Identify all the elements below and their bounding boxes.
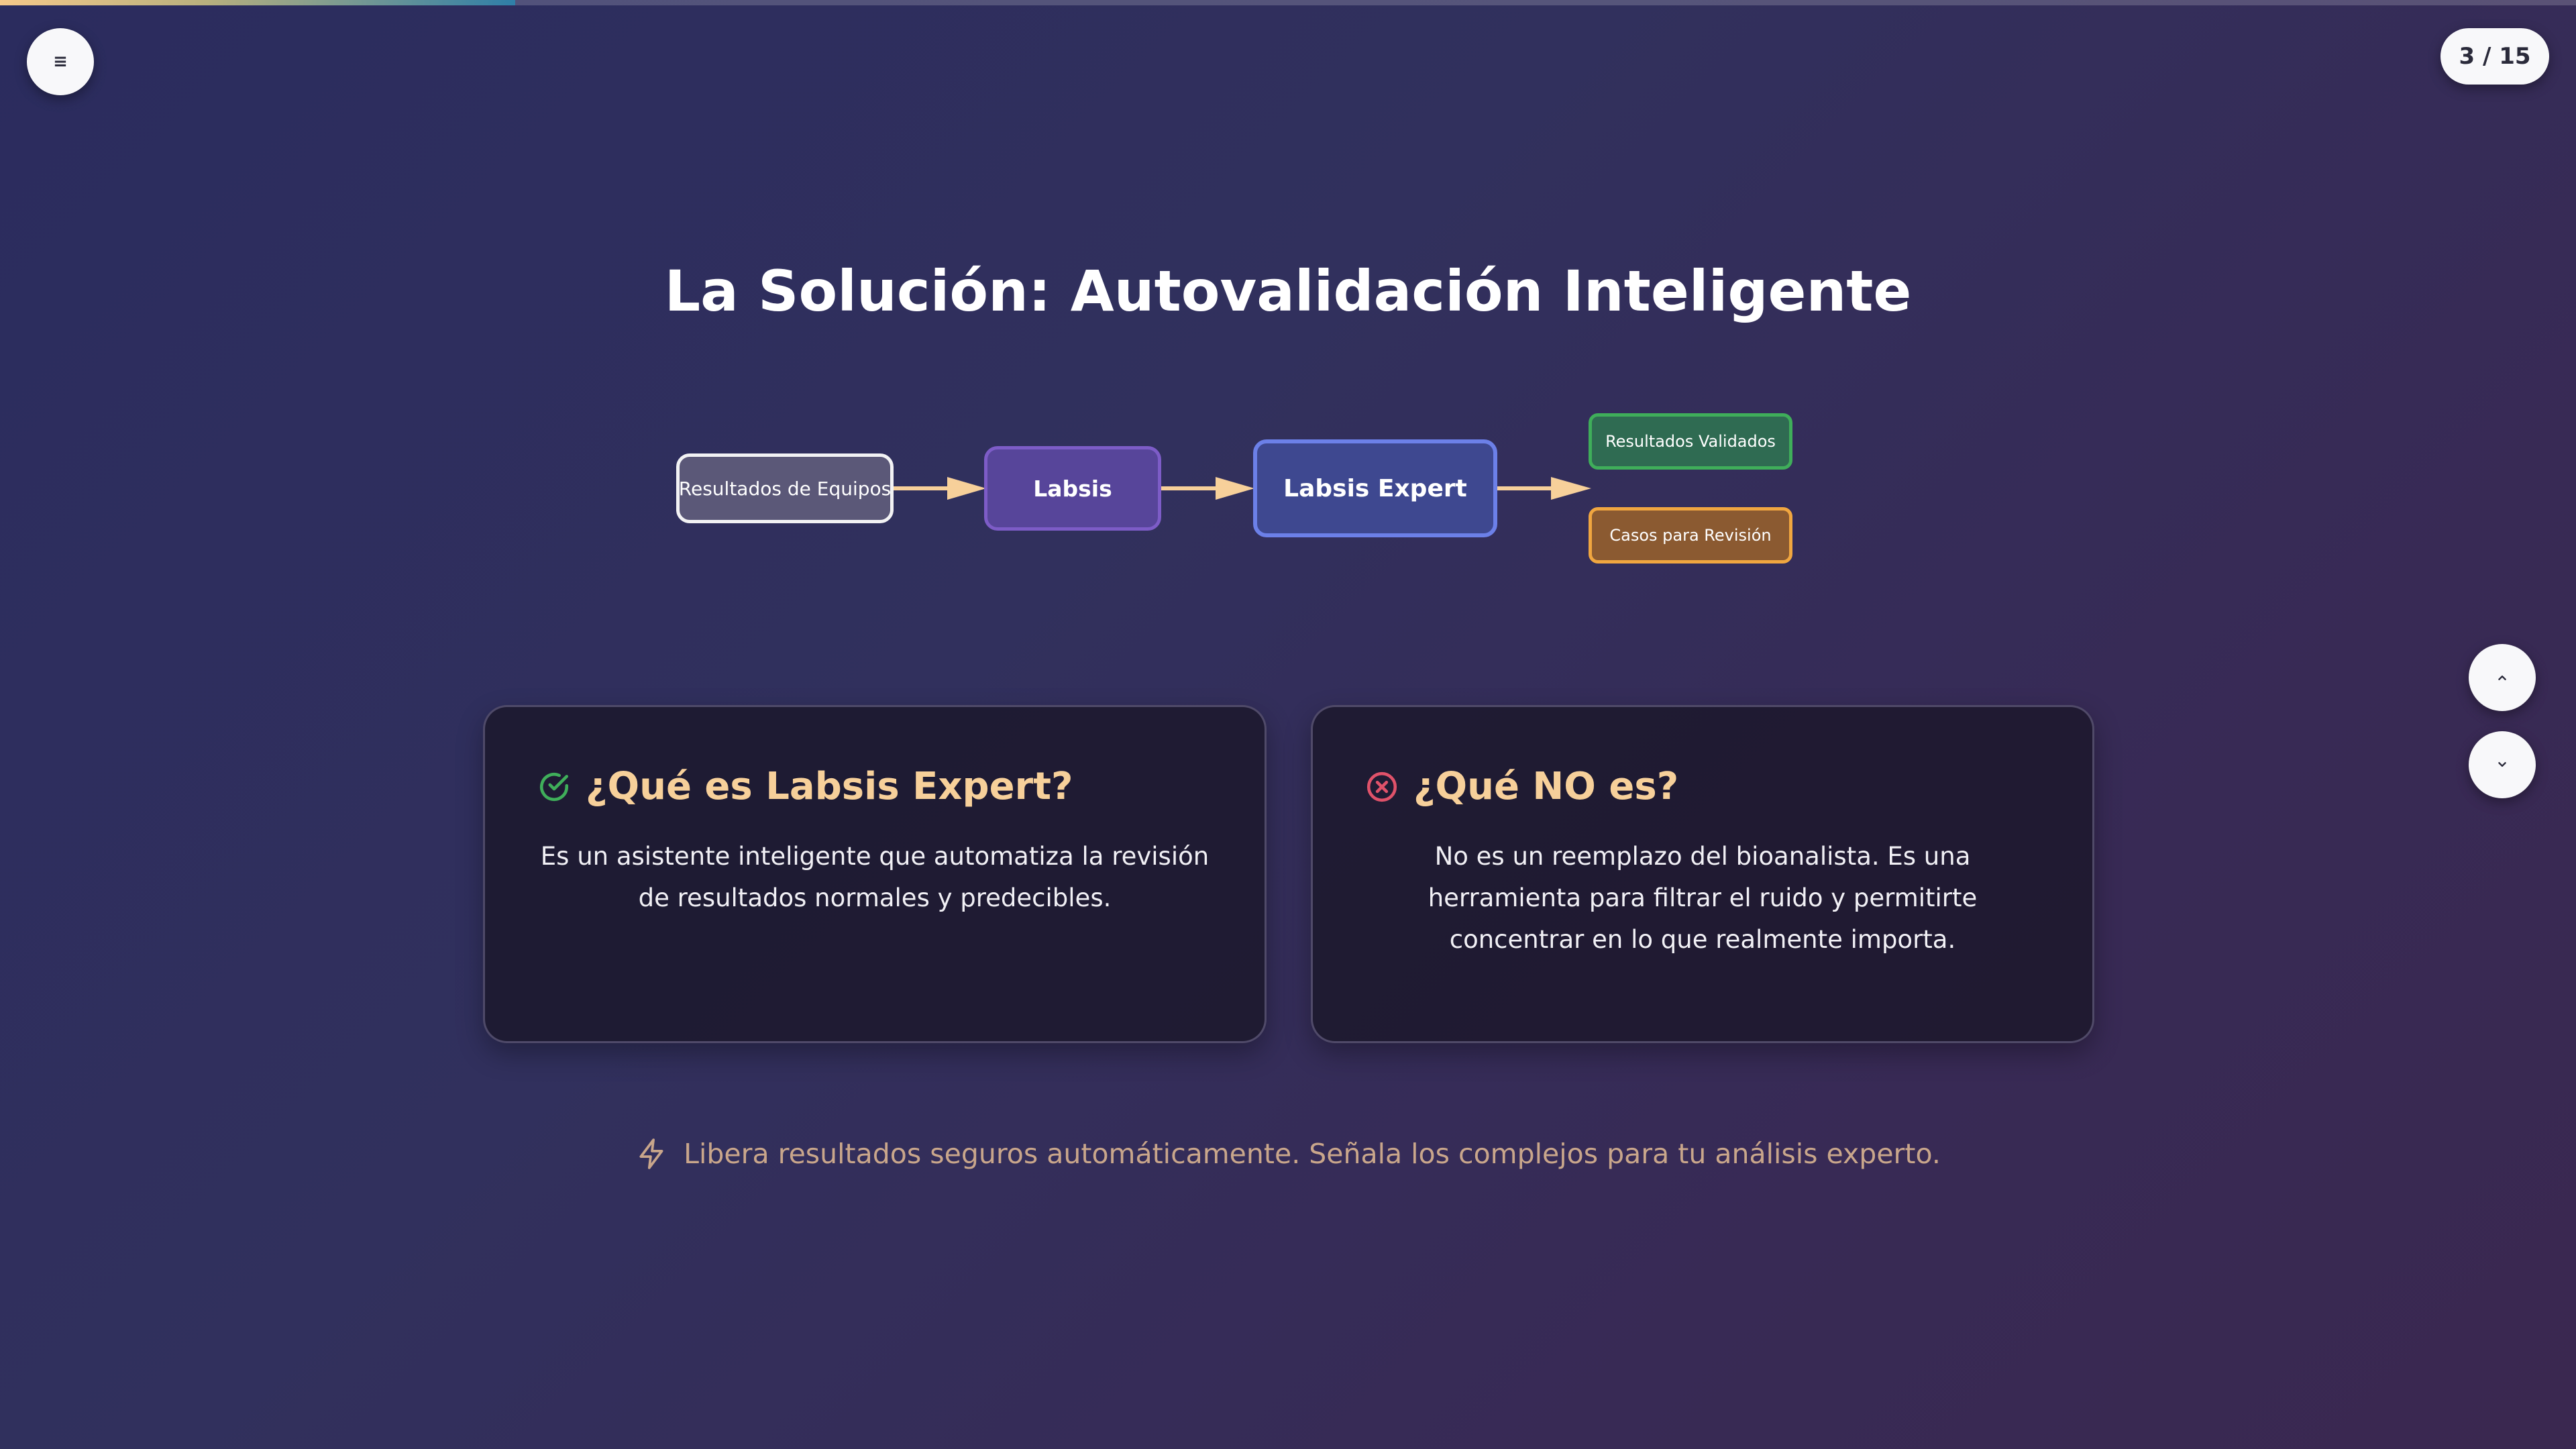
check-circle-icon [540, 772, 569, 801]
arrowhead-labsis-expert [1216, 477, 1254, 500]
card-what-is-heading: ¿Qué es Labsis Expert? [537, 765, 1073, 808]
card-what-is: ¿Qué es Labsis Expert? Es un asistente i… [483, 705, 1267, 1043]
flow-node-labsis: Labsis [984, 446, 1161, 531]
progress-bar-fill [0, 0, 515, 5]
flow-node-labsis-expert: Labsis Expert [1253, 439, 1497, 537]
flow-node-casos-revision: Casos para Revisión [1589, 507, 1792, 564]
chevron-up-icon [2498, 675, 2506, 680]
arrowhead-equipos-labsis [947, 477, 986, 500]
lightning-icon [639, 1138, 663, 1169]
menu-icon: ≡ [53, 52, 68, 72]
next-slide-button[interactable] [2469, 731, 2536, 798]
tagline-text: Libera resultados seguros automáticament… [684, 1138, 1941, 1170]
card-what-is-title: ¿Qué es Labsis Expert? [586, 765, 1073, 808]
card-what-is-not-heading: ¿Qué NO es? [1365, 765, 1678, 808]
tagline: Libera resultados seguros automáticament… [0, 1137, 2576, 1171]
card-what-is-not: ¿Qué NO es? No es un reemplazo del bioan… [1311, 705, 2094, 1043]
flow-node-resultados-validados: Resultados Validados [1589, 413, 1792, 470]
card-what-is-not-body: No es un reemplazo del bioanalista. Es u… [1428, 842, 1978, 954]
menu-button[interactable]: ≡ [27, 28, 94, 95]
page-title: La Solución: Autovalidación Inteligente [664, 258, 1912, 324]
previous-slide-button[interactable] [2469, 644, 2536, 711]
chevron-down-icon [2498, 762, 2506, 767]
card-what-is-body: Es un asistente inteligente que automati… [540, 842, 1210, 912]
card-what-is-not-title: ¿Qué NO es? [1413, 765, 1679, 808]
progress-bar [0, 0, 2576, 5]
slide-counter: 3 / 15 [2440, 28, 2549, 85]
flow-node-resultados-equipos: Resultados de Equipos [676, 453, 894, 523]
x-circle-icon [1366, 771, 1397, 802]
arrowhead-expert-output [1551, 477, 1591, 500]
